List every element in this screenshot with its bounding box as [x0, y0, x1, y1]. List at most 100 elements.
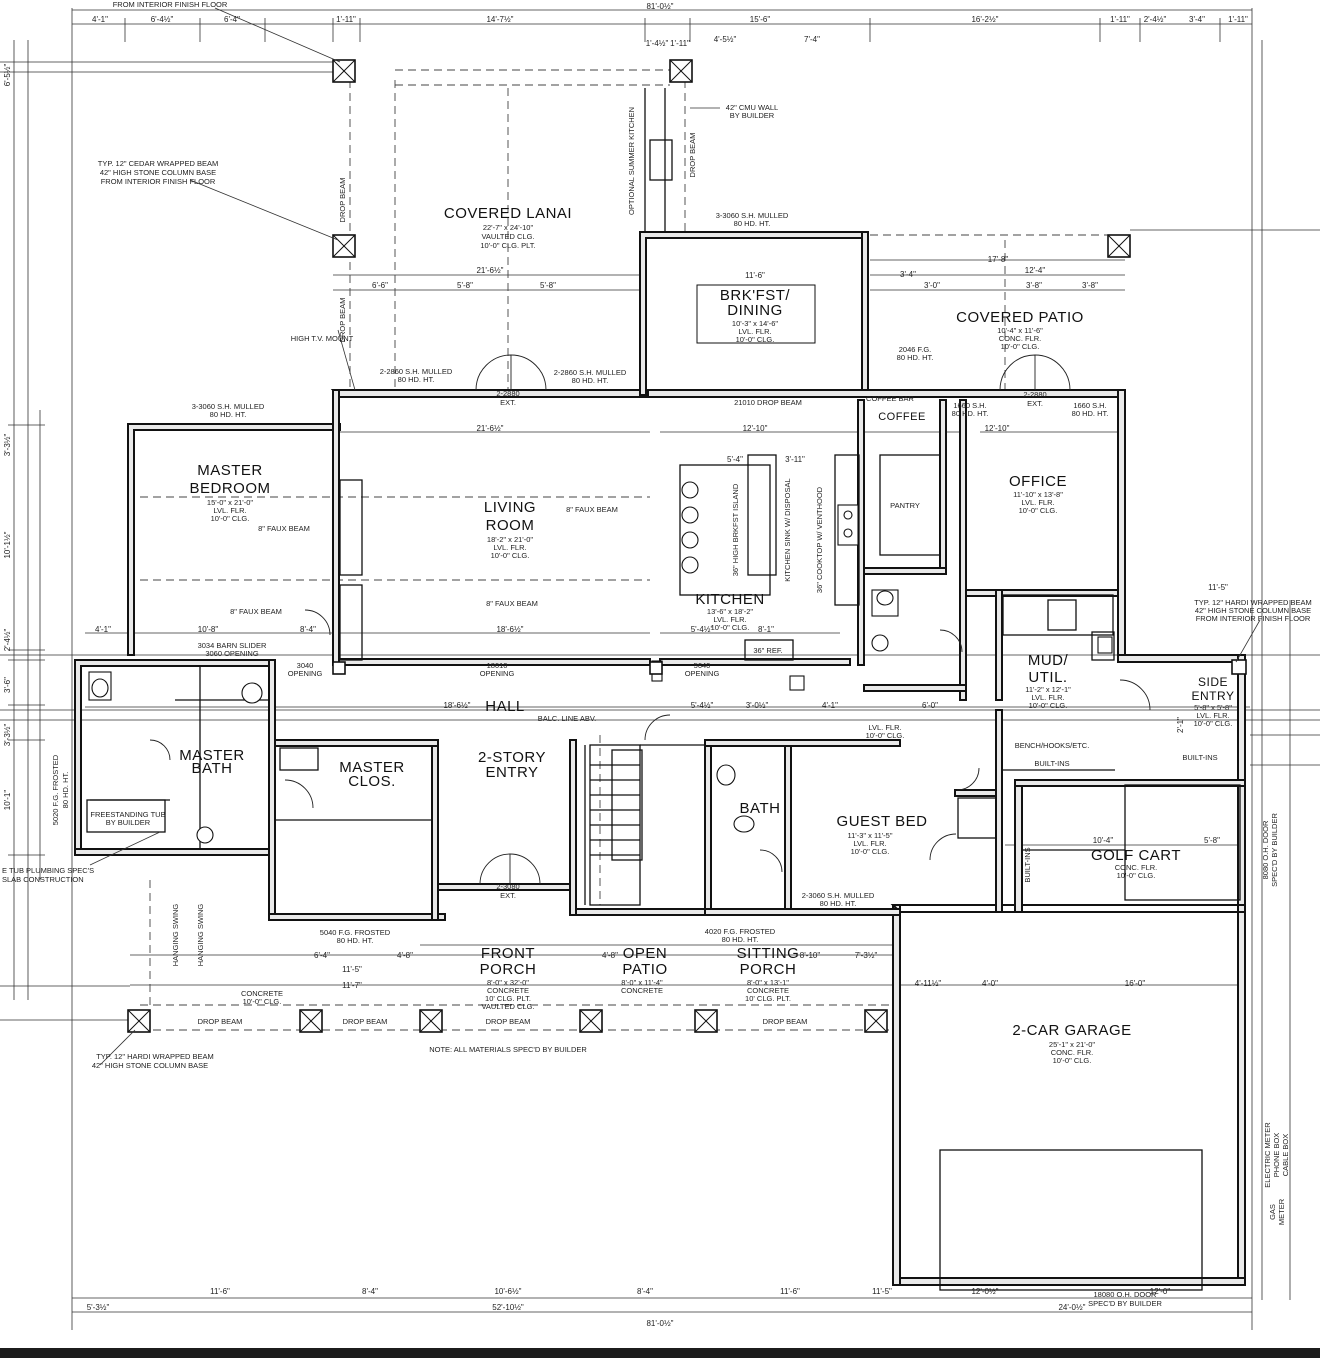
- svg-text:DROP BEAM: DROP BEAM: [198, 1017, 243, 1026]
- svg-text:2'-4½": 2'-4½": [1144, 15, 1167, 24]
- svg-text:FROM INTERIOR FINISH FLOOR: FROM INTERIOR FINISH FLOOR: [101, 177, 216, 186]
- svg-text:42" HIGH STONE COLUMN BASE: 42" HIGH STONE COLUMN BASE: [100, 168, 216, 177]
- svg-text:10'-0" CLG.: 10'-0" CLG.: [866, 731, 905, 740]
- room-mud-util: MUD/ UTIL. 11'-2" x 12'-1" LVL. FLR. 10'…: [1025, 652, 1071, 710]
- dimension-text: 81'-0½" 4'-1" 6'-4½" 6'-4" 1'-11" 14'-7½…: [3, 2, 1248, 1328]
- svg-text:8'-4": 8'-4": [637, 1287, 653, 1296]
- svg-text:10'-1": 10'-1": [3, 790, 12, 811]
- svg-text:2-3060 S.H. MULLED: 2-3060 S.H. MULLED: [802, 891, 875, 900]
- svg-text:80 HD. HT.: 80 HD. HT.: [210, 410, 247, 419]
- svg-text:6'-4½": 6'-4½": [151, 15, 174, 24]
- svg-text:80 HD. HT.: 80 HD. HT.: [897, 353, 934, 362]
- svg-text:CABLE BOX: CABLE BOX: [1281, 1134, 1290, 1177]
- svg-text:4'-1": 4'-1": [92, 15, 108, 24]
- svg-text:FROM INTERIOR FINISH FLOOR: FROM INTERIOR FINISH FLOOR: [113, 0, 228, 9]
- svg-text:11'-10" x 13'-8": 11'-10" x 13'-8": [1013, 490, 1063, 499]
- svg-text:11'-5": 11'-5": [872, 1287, 892, 1296]
- svg-text:DINING: DINING: [727, 302, 783, 319]
- svg-text:12'-4": 12'-4": [1025, 266, 1046, 275]
- svg-text:42" CMU WALL: 42" CMU WALL: [726, 103, 778, 112]
- svg-text:1'-11": 1'-11": [336, 15, 356, 24]
- svg-text:5'-8" x 5'-8": 5'-8" x 5'-8": [1194, 703, 1232, 712]
- svg-text:8'-0" x 11'-4": 8'-0" x 11'-4": [621, 978, 663, 987]
- svg-text:EXT.: EXT.: [500, 398, 516, 407]
- beams: [140, 69, 1125, 1031]
- leader-lines: [89, 7, 1261, 1066]
- svg-text:TYP. 12" HARDI WRAPPED BEAM: TYP. 12" HARDI WRAPPED BEAM: [1194, 598, 1312, 607]
- room-side-entry: SIDE ENTRY 5'-8" x 5'-8" LVL. FLR. 10'-0…: [1192, 675, 1234, 728]
- svg-text:DROP BEAM: DROP BEAM: [688, 133, 697, 178]
- svg-text:80 HD. HT.: 80 HD. HT.: [734, 219, 771, 228]
- svg-text:18610: 18610: [487, 661, 508, 670]
- svg-text:5'-4": 5'-4": [727, 455, 743, 464]
- svg-text:10'-1½": 10'-1½": [3, 531, 12, 558]
- svg-text:MASTER: MASTER: [179, 747, 245, 764]
- svg-text:8'-10": 8'-10": [800, 951, 821, 960]
- svg-text:4'-8": 4'-8": [397, 951, 413, 960]
- svg-text:BUILT-INS: BUILT-INS: [1023, 847, 1032, 882]
- svg-text:DROP BEAM: DROP BEAM: [763, 1017, 808, 1026]
- svg-text:SPEC'D BY BUILDER: SPEC'D BY BUILDER: [1270, 813, 1279, 887]
- room-sitting-porch: SITTING PORCH 8'-0" x 13'-1" CONCRETE 10…: [737, 945, 799, 1003]
- svg-text:BRK'FST/: BRK'FST/: [720, 287, 791, 304]
- svg-text:52'-10½": 52'-10½": [492, 1303, 524, 1312]
- svg-text:KITCHEN: KITCHEN: [695, 591, 764, 608]
- svg-text:PORCH: PORCH: [480, 961, 537, 978]
- svg-text:10'-3" x 14'-6": 10'-3" x 14'-6": [732, 319, 778, 328]
- svg-text:10'-4" x 11'-6": 10'-4" x 11'-6": [997, 326, 1043, 335]
- svg-text:18'-6½": 18'-6½": [496, 625, 523, 634]
- svg-text:1'-11": 1'-11": [1110, 15, 1130, 24]
- svg-text:36" COOKTOP W/ VENTHOOD: 36" COOKTOP W/ VENTHOOD: [815, 486, 824, 593]
- svg-text:3'-11": 3'-11": [785, 455, 805, 464]
- svg-text:10' CLG. PLT.: 10' CLG. PLT.: [745, 994, 791, 1003]
- svg-text:3'-3½": 3'-3½": [3, 434, 12, 457]
- svg-text:80 HD. HT.: 80 HD. HT.: [572, 376, 609, 385]
- svg-text:5'-8": 5'-8": [540, 281, 556, 290]
- dimension-lines: [0, 8, 1320, 1330]
- svg-text:24'-0½": 24'-0½": [1058, 1303, 1085, 1312]
- svg-text:16'-2½": 16'-2½": [971, 15, 998, 24]
- svg-text:21'-6½": 21'-6½": [476, 266, 503, 275]
- svg-text:5'-3½": 5'-3½": [87, 1303, 110, 1312]
- svg-text:HIGH T.V. MOUNT: HIGH T.V. MOUNT: [291, 334, 354, 343]
- svg-text:8080 O.H. DOOR: 8080 O.H. DOOR: [1261, 820, 1270, 879]
- svg-text:2046 F.G.: 2046 F.G.: [899, 345, 932, 354]
- svg-text:12'-0½": 12'-0½": [971, 1287, 998, 1296]
- svg-text:TYP. 12" HARDI WRAPPED BEAM: TYP. 12" HARDI WRAPPED BEAM: [96, 1052, 214, 1061]
- svg-text:UTIL.: UTIL.: [1028, 669, 1067, 686]
- svg-text:10'-0" CLG.: 10'-0" CLG.: [711, 623, 750, 632]
- svg-text:8" FAUX BEAM: 8" FAUX BEAM: [258, 524, 310, 533]
- svg-text:6'-5½": 6'-5½": [3, 64, 12, 87]
- svg-text:LVL. FLR.: LVL. FLR.: [213, 506, 246, 515]
- svg-text:80 HD. HT.: 80 HD. HT.: [722, 935, 759, 944]
- svg-text:OPENING: OPENING: [685, 669, 720, 678]
- svg-text:CONC. FLR.: CONC. FLR.: [999, 334, 1042, 343]
- svg-text:3'-0½": 3'-0½": [746, 701, 769, 710]
- svg-text:11'-2" x 12'-1": 11'-2" x 12'-1": [1025, 685, 1071, 694]
- svg-text:5640: 5640: [694, 661, 711, 670]
- footer-bar: [0, 1348, 1320, 1358]
- svg-text:18080 O.H. DOOR: 18080 O.H. DOOR: [1094, 1290, 1158, 1299]
- svg-text:LVL. FLR.: LVL. FLR.: [868, 723, 901, 732]
- svg-text:COVERED PATIO: COVERED PATIO: [956, 309, 1084, 326]
- svg-text:10'-0" CLG.: 10'-0" CLG.: [736, 335, 775, 344]
- svg-text:CONC. FLR.: CONC. FLR.: [1051, 1048, 1094, 1057]
- svg-text:CONC. FLR.: CONC. FLR.: [1115, 863, 1158, 872]
- svg-text:SLAB CONSTRUCTION: SLAB CONSTRUCTION: [2, 875, 84, 884]
- svg-text:OPTIONAL SUMMER KITCHEN: OPTIONAL SUMMER KITCHEN: [627, 107, 636, 215]
- svg-text:3060 OPENING: 3060 OPENING: [205, 649, 259, 658]
- partitions: [86, 88, 1241, 1291]
- svg-text:5040 F.G. FROSTED: 5040 F.G. FROSTED: [320, 928, 391, 937]
- svg-text:10'-0" CLG.: 10'-0" CLG.: [1029, 701, 1068, 710]
- svg-text:4'-8": 4'-8": [602, 951, 618, 960]
- svg-text:3'-8": 3'-8": [1082, 281, 1098, 290]
- doors: [149, 354, 1151, 885]
- svg-text:11'-3" x 11'-5": 11'-3" x 11'-5": [847, 831, 892, 840]
- svg-text:BATH: BATH: [192, 760, 233, 777]
- svg-text:18'-2" x 21'-0": 18'-2" x 21'-0": [487, 535, 533, 544]
- svg-text:SIDE: SIDE: [1198, 675, 1228, 689]
- svg-text:5'-4½": 5'-4½": [691, 625, 714, 634]
- svg-text:4'-11½": 4'-11½": [915, 979, 942, 988]
- svg-text:FRONT: FRONT: [481, 945, 535, 962]
- svg-text:21'-6½": 21'-6½": [476, 424, 503, 433]
